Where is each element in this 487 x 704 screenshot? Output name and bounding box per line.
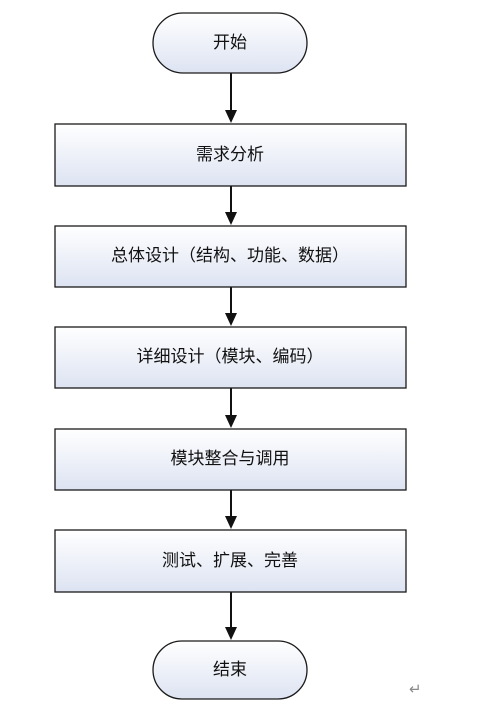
testing-label: 测试、扩展、完善 [162,551,298,571]
module-integration-node: 模块整合与调用 [54,428,407,491]
requirements-analysis-label: 需求分析 [196,145,264,165]
end-node: 结束 [152,640,308,700]
edge-detailed-design-integration [225,388,237,428]
edge-integration-testing [225,490,237,529]
overall-design-node: 总体设计（结构、功能、数据） [54,225,407,288]
start-label: 开始 [213,33,247,53]
start-node: 开始 [152,12,308,74]
edge-start-requirements [225,73,237,123]
module-integration-label: 模块整合与调用 [171,449,290,469]
requirements-analysis-node: 需求分析 [54,123,407,187]
testing-node: 测试、扩展、完善 [54,529,407,593]
end-label: 结束 [213,660,247,680]
edge-testing-end [225,592,237,640]
overall-design-label: 总体设计（结构、功能、数据） [111,246,349,266]
paragraph-return-mark: ↵ [409,680,422,698]
edge-overall-detailed-design [225,287,237,326]
detailed-design-node: 详细设计（模块、编码） [54,326,407,389]
edge-requirements-overall-design [225,186,237,225]
detailed-design-label: 详细设计（模块、编码） [137,347,324,367]
